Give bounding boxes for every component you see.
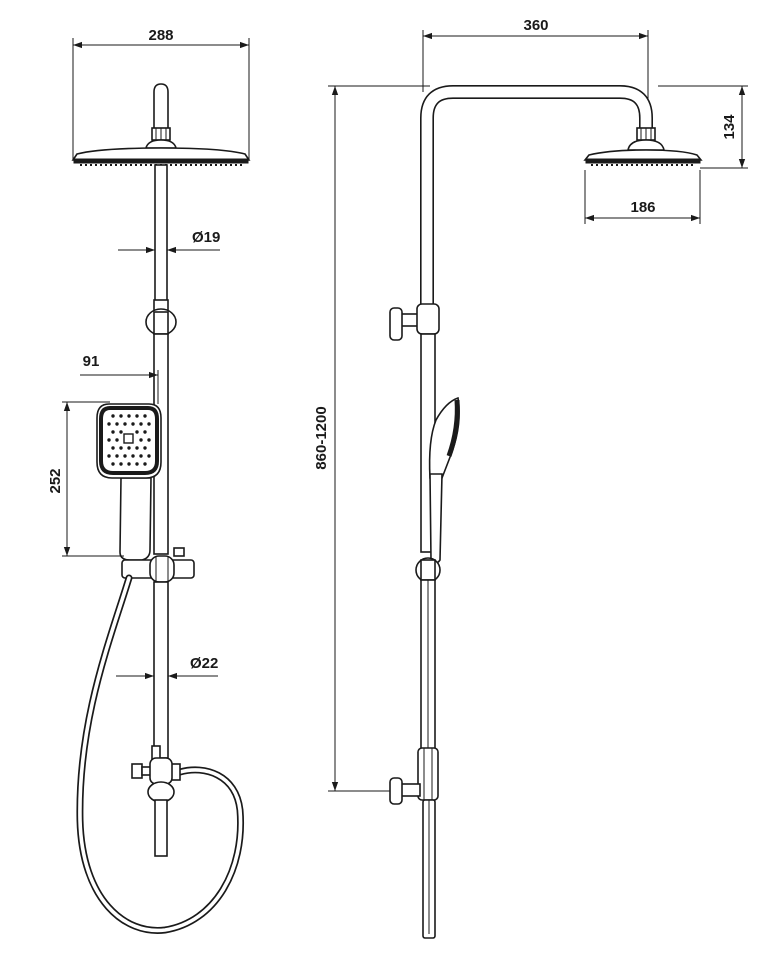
dimension-label-186: 186: [630, 199, 655, 216]
dimension-lower-pipe-diameter: Ø22: [116, 655, 218, 680]
dimension-label-134: 134: [721, 114, 738, 140]
bottom-pipe-side: [422, 799, 436, 939]
lower-wall-bracket-side: [389, 747, 439, 805]
lower-pipe-front: [153, 581, 169, 759]
dimension-hand-width: 91: [80, 353, 159, 404]
dimension-label-288: 288: [148, 27, 173, 44]
hand-shower-holder-side: [415, 557, 441, 583]
upper-slide-bracket-front: [145, 299, 177, 336]
hand-shower-holder-front: [121, 547, 195, 583]
dimension-upper-pipe-diameter: Ø19: [118, 229, 220, 254]
dimension-label-360: 360: [523, 17, 548, 34]
overhead-shower-head-side: [583, 127, 703, 166]
shower-rail-gooseneck-side: [420, 85, 653, 304]
dimension-head-width-side: 186: [584, 170, 701, 224]
dimension-rail-width: 360: [422, 17, 649, 128]
dimension-label-22: Ø22: [190, 655, 218, 672]
dimension-hand-length: 252: [47, 401, 124, 557]
front-view: 288 Ø19: [47, 27, 251, 934]
upper-pipe-front: [154, 164, 168, 306]
side-view: 360 134 186 860-1200: [313, 17, 748, 939]
overhead-shower-head-front: [71, 83, 251, 166]
lower-pipe-side: [420, 579, 436, 751]
hand-shower-front: [96, 403, 162, 561]
dimension-head-height: 134: [658, 85, 748, 169]
dimension-head-width-front: 288: [72, 27, 250, 160]
upper-wall-bracket-side: [389, 303, 440, 341]
dimension-label-91: 91: [83, 353, 100, 370]
diverter-valve-front: [131, 745, 181, 857]
dimension-label-860-1200: 860-1200: [313, 406, 330, 469]
dimension-height-range: 860-1200: [313, 85, 430, 792]
dimension-label-252: 252: [47, 468, 64, 493]
dimension-label-19: Ø19: [192, 229, 220, 246]
shower-hose-front: [76, 574, 245, 934]
